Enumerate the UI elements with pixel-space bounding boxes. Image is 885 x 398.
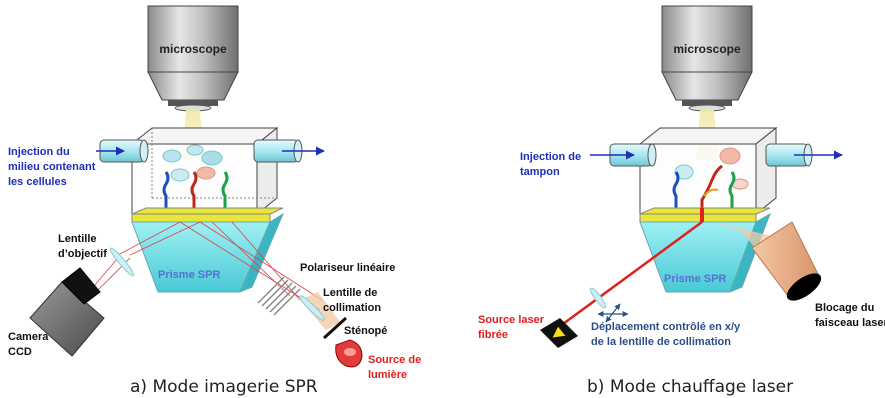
pinhole <box>322 316 348 340</box>
injection-a-line1: Injection du <box>8 146 70 158</box>
deplacement-line2: de la lentille de collimation <box>591 336 731 348</box>
ccd-camera <box>29 267 105 357</box>
injection-b-line2: tampon <box>520 166 560 178</box>
outlet-tube-b <box>765 143 843 167</box>
caption-a: a) Mode imagerie SPR <box>130 377 318 397</box>
gold-layer <box>131 213 271 223</box>
collimation-lens-b <box>590 287 606 309</box>
cells <box>162 144 223 182</box>
blocage-line2: faisceau laser <box>815 317 885 329</box>
light-rays <box>81 221 323 311</box>
camera-line2: CCD <box>8 346 32 358</box>
prism-label: Prisme SPR <box>158 269 220 281</box>
microscope-label: microscope <box>159 42 227 56</box>
microscope-objective: microscope <box>147 5 239 112</box>
lentille-collimation-line2: collimation <box>323 302 381 314</box>
collimation-lens <box>299 295 325 321</box>
laser-beam <box>551 220 703 334</box>
camera-line1: Camera <box>8 331 49 343</box>
light-source <box>335 339 363 368</box>
injection-a-line3: les cellules <box>8 176 67 188</box>
injection-a-line2: milieu contenant <box>8 161 96 173</box>
polariseur-label: Polariseur linéaire <box>300 262 395 274</box>
beam-block <box>751 221 822 301</box>
lentille-collimation-line1: Lentille de <box>323 287 377 299</box>
gold-layer-b <box>639 213 757 223</box>
panel-b: microscope Prisme SPR <box>478 5 885 397</box>
spr-prism: Prisme SPR <box>131 212 285 293</box>
cells-b <box>674 147 749 190</box>
caption-b: b) Mode chauffage laser <box>587 377 793 397</box>
objective-lens <box>109 247 135 277</box>
xy-displacement-arrows <box>597 303 629 323</box>
source-laser-line2: fibrée <box>478 329 508 341</box>
inlet-tube <box>96 139 149 163</box>
panel-a: microscope <box>8 5 421 397</box>
inlet-tube-b <box>590 143 657 167</box>
spr-prism-b: Prisme SPR <box>639 212 771 293</box>
blocage-line1: Blocage du <box>815 302 874 314</box>
deplacement-line1: Déplacement contrôlé en x/y <box>591 321 741 333</box>
lentille-objectif-line1: Lentille <box>58 233 97 245</box>
linear-polarizer <box>257 276 301 316</box>
prism-label-b: Prisme SPR <box>664 273 726 285</box>
flow-chamber-b <box>638 126 778 216</box>
microscope-label-b: microscope <box>673 42 741 56</box>
stenope-label: Sténopé <box>344 325 387 337</box>
microscope-objective-b: microscope <box>661 5 753 112</box>
source-line1: Source de <box>368 354 421 366</box>
outlet-tube <box>253 139 325 163</box>
lentille-objectif-line2: d’objectif <box>58 248 107 260</box>
source-laser-line1: Source laser <box>478 314 545 326</box>
source-line2: lumière <box>368 369 407 381</box>
fibered-laser-source <box>540 318 578 348</box>
injection-b-line1: Injection de <box>520 151 581 163</box>
